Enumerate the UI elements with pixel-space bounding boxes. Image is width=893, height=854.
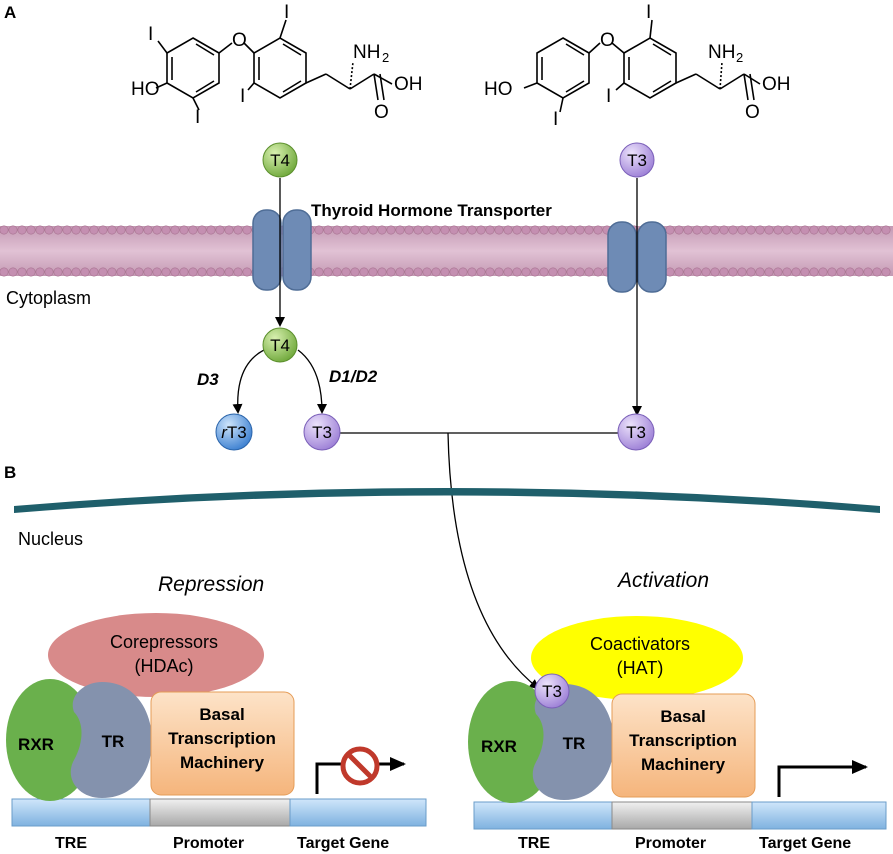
svg-text:OH: OH — [762, 74, 791, 95]
repression-tr: TR — [70, 682, 152, 798]
enzyme-d1d2-label: D1/D2 — [329, 367, 378, 386]
svg-text:Coactivators: Coactivators — [590, 634, 690, 654]
t4-inside-ball: T4 — [262, 327, 298, 363]
cell-membrane — [0, 225, 893, 277]
repression-promoter-label: Promoter — [173, 835, 244, 852]
activation-dna — [473, 801, 887, 830]
t3-structure-labels: HO I O I I NH 2 OH O — [484, 2, 791, 130]
nuclear-envelope — [14, 488, 880, 513]
repression-tre-label: TRE — [55, 835, 87, 852]
svg-text:TR: TR — [563, 734, 586, 753]
svg-text:I: I — [606, 86, 611, 107]
svg-text:I: I — [148, 24, 153, 45]
cytoplasm-label: Cytoplasm — [6, 288, 91, 308]
d1d2-arrow — [297, 349, 327, 414]
svg-text:T3: T3 — [627, 151, 647, 170]
t4-structure — [155, 19, 393, 111]
repression-dna — [11, 798, 427, 827]
rt3-ball: rT3 — [215, 413, 253, 451]
svg-text:Basal: Basal — [199, 705, 244, 724]
activation-tr: TR — [532, 684, 614, 800]
svg-text:HO: HO — [484, 79, 513, 100]
transporter-label: Thyroid Hormone Transporter — [311, 201, 552, 220]
repression-title: Repression — [158, 573, 264, 596]
svg-text:TR: TR — [102, 732, 125, 751]
t4-structure-labels: I HO I O I I NH 2 OH O — [131, 2, 423, 128]
t3-structure — [523, 19, 761, 113]
svg-text:O: O — [745, 102, 760, 123]
activation-basal-machinery: Basal Transcription Machinery — [611, 693, 756, 798]
nucleus-label: Nucleus — [18, 529, 83, 549]
t3-converted-ball: T3 — [303, 413, 341, 451]
svg-text:O: O — [600, 30, 615, 51]
svg-text:T3: T3 — [626, 423, 646, 442]
svg-text:(HDAc): (HDAc) — [135, 656, 194, 676]
t3-nuclear-entry-arrow — [447, 432, 540, 690]
t3-imported-ball: T3 — [617, 413, 655, 451]
svg-text:T3: T3 — [312, 423, 332, 442]
svg-text:Transcription: Transcription — [629, 731, 737, 750]
transporter-left — [252, 209, 312, 291]
d3-arrow — [232, 349, 265, 414]
activation-coactivators: Coactivators (HAT) — [531, 616, 743, 700]
svg-text:I: I — [646, 2, 651, 23]
svg-text:NH: NH — [708, 42, 735, 63]
activation-title: Activation — [616, 569, 709, 592]
svg-text:I: I — [240, 86, 245, 107]
svg-text:OH: OH — [394, 74, 423, 95]
svg-text:2: 2 — [382, 50, 389, 65]
t4-outside-ball: T4 — [262, 142, 298, 178]
svg-text:O: O — [374, 102, 389, 123]
transporter-right — [607, 221, 667, 293]
activation-target-gene-label: Target Gene — [759, 835, 851, 852]
repression-target-gene-label: Target Gene — [297, 835, 389, 852]
svg-text:I: I — [284, 2, 289, 23]
t3-outside-ball: T3 — [619, 142, 655, 178]
svg-text:HO: HO — [131, 79, 160, 100]
svg-text:Machinery: Machinery — [641, 755, 726, 774]
arrows-panel-a — [232, 178, 642, 690]
svg-text:T4: T4 — [270, 151, 290, 170]
transcription-blocked-icon — [340, 746, 380, 786]
t3-bound-ball: T3 — [534, 673, 570, 709]
svg-text:T3: T3 — [542, 682, 562, 701]
svg-text:I: I — [195, 107, 200, 128]
activation-tre-label: TRE — [518, 835, 550, 852]
repression-corepressors: Corepressors (HDAc) — [48, 613, 264, 697]
panel-label-b: B — [4, 463, 16, 482]
svg-text:Transcription: Transcription — [168, 729, 276, 748]
svg-text:NH: NH — [353, 42, 380, 63]
svg-text:O: O — [232, 30, 247, 51]
svg-text:2: 2 — [736, 50, 743, 65]
svg-text:Machinery: Machinery — [180, 753, 265, 772]
svg-text:RXR: RXR — [18, 735, 54, 754]
svg-text:Corepressors: Corepressors — [110, 632, 218, 652]
svg-text:T4: T4 — [270, 336, 290, 355]
svg-text:I: I — [553, 109, 558, 130]
activation-promoter-label: Promoter — [635, 835, 706, 852]
activation-transcription-arrow — [777, 760, 868, 797]
panel-label-a: A — [4, 3, 16, 22]
enzyme-d3-label: D3 — [197, 370, 219, 389]
svg-text:rT3: rT3 — [221, 423, 247, 442]
svg-text:(HAT): (HAT) — [617, 658, 664, 678]
svg-text:Basal: Basal — [660, 707, 705, 726]
repression-basal-machinery: Basal Transcription Machinery — [150, 691, 295, 796]
svg-text:RXR: RXR — [481, 737, 517, 756]
